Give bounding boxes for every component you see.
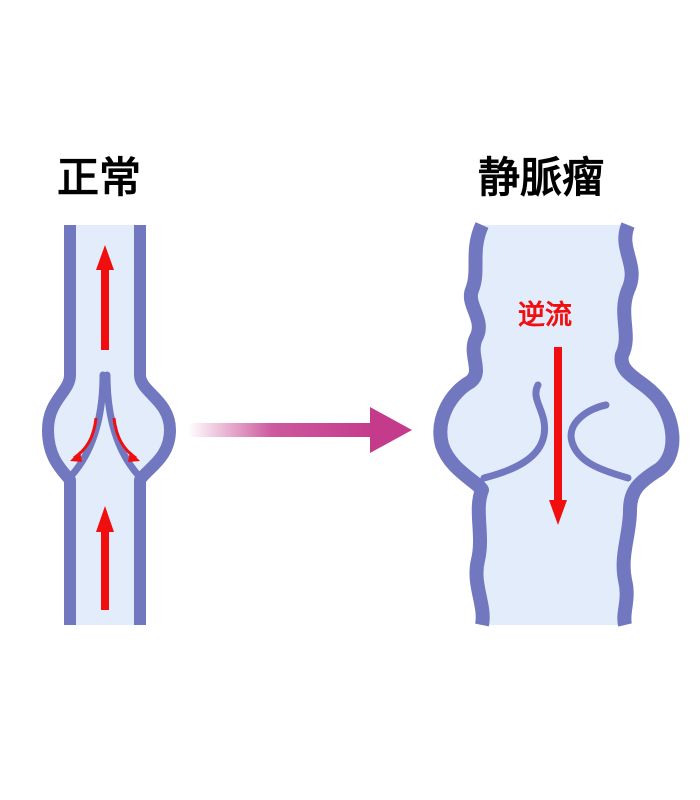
normal-valve-right-leaflet xyxy=(103,371,142,479)
normal-vein-left-wall xyxy=(42,225,76,625)
normal-valve-left-leaflet xyxy=(68,371,107,479)
upward-flow-arrow-bottom xyxy=(96,506,114,610)
normal-vein xyxy=(42,225,176,625)
varicose-valve-right-leaflet xyxy=(567,401,632,482)
normal-vein-right-wall xyxy=(134,225,176,625)
valve-curved-arrow-right xyxy=(112,417,140,462)
reflux-arrow xyxy=(549,347,567,525)
varicose-vein-right-wall xyxy=(614,222,680,627)
varicose-vein-left-wall xyxy=(433,222,490,627)
varicose-vein-label: 静脈瘤 xyxy=(478,153,605,202)
reflux-label: 逆流 xyxy=(518,300,572,331)
valve-curved-arrow-left xyxy=(70,417,98,462)
transition-arrow xyxy=(188,407,412,453)
varicose-vein xyxy=(433,222,680,627)
varicose-valve-left-leaflet xyxy=(480,381,549,482)
upward-flow-arrow-top xyxy=(96,245,114,350)
normal-label: 正常 xyxy=(57,153,142,202)
